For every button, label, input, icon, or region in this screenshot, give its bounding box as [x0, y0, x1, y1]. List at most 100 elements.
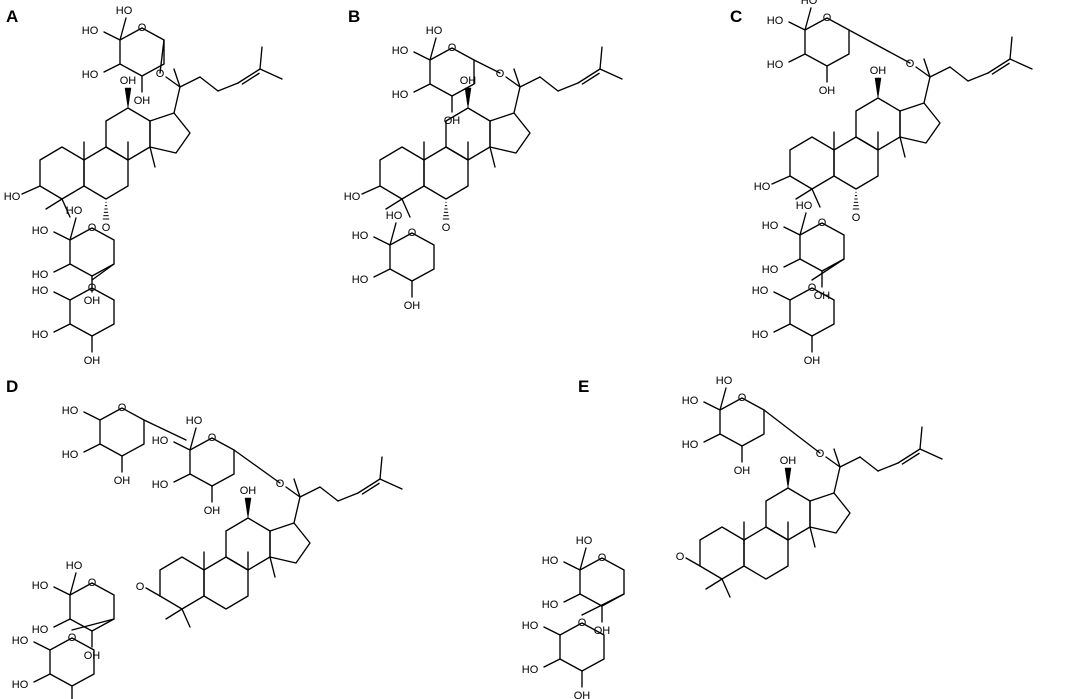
c20-methyl [173, 68, 181, 88]
ring-oxygen: O [88, 222, 97, 234]
oh-bond [33, 641, 51, 651]
sugar-hydroxyl: HO [82, 69, 99, 81]
side-chain-bond [1009, 58, 1033, 70]
c12-hydroxyl: OH [460, 75, 477, 87]
oh-bond [788, 21, 806, 31]
interglycosidic-bond [71, 618, 115, 631]
c12-hydroxyl: OH [780, 455, 797, 467]
oh-bond [53, 291, 71, 301]
side-chain-methyl [919, 426, 923, 450]
sugar-hydroxyl: HO [801, 0, 818, 7]
ring-d [149, 112, 191, 154]
methyl-c4a [165, 608, 183, 620]
oh-bond [543, 658, 561, 668]
sugar-hydroxyl: HO [352, 274, 369, 286]
side-chain-bond [539, 76, 559, 92]
oh-bond [53, 618, 71, 628]
c20-oxygen: O [156, 68, 165, 80]
ring-oxygen: O [823, 12, 832, 24]
ch2oh-bond [69, 572, 77, 596]
ring-d [899, 102, 941, 144]
sugar-hydroxyl: HO [12, 635, 29, 647]
sugar-hydroxyl: HO [32, 624, 49, 636]
glycosidic-bond [233, 449, 281, 484]
sugar-hydroxyl: HO [576, 535, 593, 547]
c20-o-bond [165, 76, 181, 88]
c17-c20-bond [173, 86, 181, 114]
sugar-hydroxyl: HO [522, 664, 539, 676]
glycosidic-bond [473, 59, 501, 74]
sugar-hydroxyl: OH [204, 505, 221, 517]
methyl-c4a [705, 578, 723, 590]
c20-o-bond [915, 66, 931, 78]
sugar-hydroxyl: HO [392, 45, 409, 57]
side-chain-bond [967, 72, 989, 82]
c12-hydroxyl-bond [124, 87, 132, 109]
c12-hydroxyl-bond [464, 87, 472, 109]
methyl-c4b [401, 198, 411, 218]
methyl-c4b [811, 188, 821, 208]
methyl-c14 [809, 526, 816, 548]
pyranose-ring [69, 582, 115, 632]
ring-b [83, 146, 129, 200]
oh-bond [788, 53, 806, 63]
c3-oh-bond [361, 185, 381, 195]
panel-label: A [6, 7, 18, 26]
side-chain-bond [337, 492, 359, 502]
c12-hydroxyl-bond [874, 77, 882, 99]
sugar-hydroxyl: HO [12, 679, 29, 691]
panel-label: C [730, 7, 742, 26]
sugar-hydroxyl: HO [796, 200, 813, 212]
ring-oxygen: O [598, 552, 607, 564]
oh-bond [53, 323, 71, 333]
methyl-c4b [61, 198, 71, 218]
oh-bond [173, 441, 191, 451]
side-chain-bond [859, 456, 879, 472]
sugar-hydroxyl: OH [134, 95, 151, 107]
side-chain-bond [929, 66, 951, 78]
interglycosidic-bond [91, 263, 115, 281]
sugar-hydroxyl: HO [32, 329, 49, 341]
c6-oxygen: O [442, 222, 451, 234]
side-chain-double-bond [577, 68, 601, 84]
c6-hashed-bond [102, 201, 110, 220]
ring-a [699, 526, 745, 580]
c3-oh-bond [771, 175, 791, 185]
side-chain-double-bond [361, 482, 380, 495]
oh-bond [53, 231, 71, 241]
side-chain-bond [179, 76, 201, 88]
sugar-hydroxyl: OH [574, 690, 591, 699]
side-chain-methyl [1009, 36, 1013, 60]
oh-bond [783, 258, 801, 268]
sugar-hydroxyl: HO [522, 620, 539, 632]
c20-methyl [293, 478, 301, 498]
side-chain-methyl [259, 46, 263, 70]
side-chain-double-bond [357, 478, 381, 494]
pyranose-ring [579, 557, 625, 607]
sugar-hydroxyl: HO [32, 269, 49, 281]
methyl-c14 [149, 146, 156, 168]
side-chain-bond [379, 478, 403, 490]
oh-bond [413, 83, 431, 93]
sugar-hydroxyl: OH [814, 290, 831, 302]
glycosidic-bond [763, 409, 821, 454]
methyl-c4a [385, 198, 403, 210]
side-chain-bond [259, 68, 283, 80]
ring-oxygen: O [88, 282, 97, 294]
sugar-hydroxyl: HO [62, 405, 79, 417]
pyranose-ring [719, 397, 765, 447]
side-chain-bond [319, 486, 339, 502]
ring-d [809, 492, 851, 534]
side-chain-bond [839, 456, 861, 468]
ring-d [489, 112, 531, 154]
ch2oh-bond [429, 37, 437, 61]
pyranose-ring [49, 637, 95, 687]
ring-oxygen: O [578, 617, 587, 629]
side-chain-double-bond [237, 68, 261, 84]
